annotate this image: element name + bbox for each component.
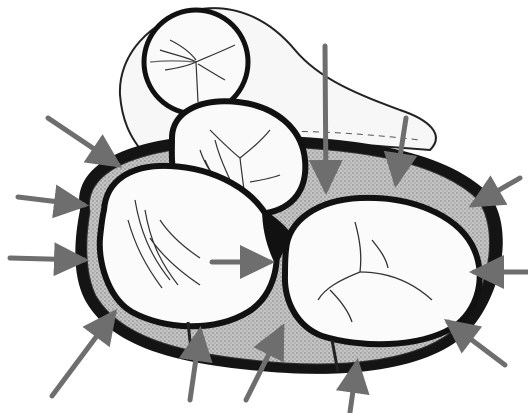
- pointer-arrow-9: [52, 313, 114, 396]
- pointer-arrow-4: [325, 46, 326, 190]
- pulmonary-valve: [144, 10, 248, 114]
- pointer-arrow-3: [10, 258, 84, 260]
- pointer-arrow-8: [448, 322, 505, 365]
- pointer-arrow-1: [48, 118, 118, 165]
- pointer-arrow-2: [18, 197, 84, 205]
